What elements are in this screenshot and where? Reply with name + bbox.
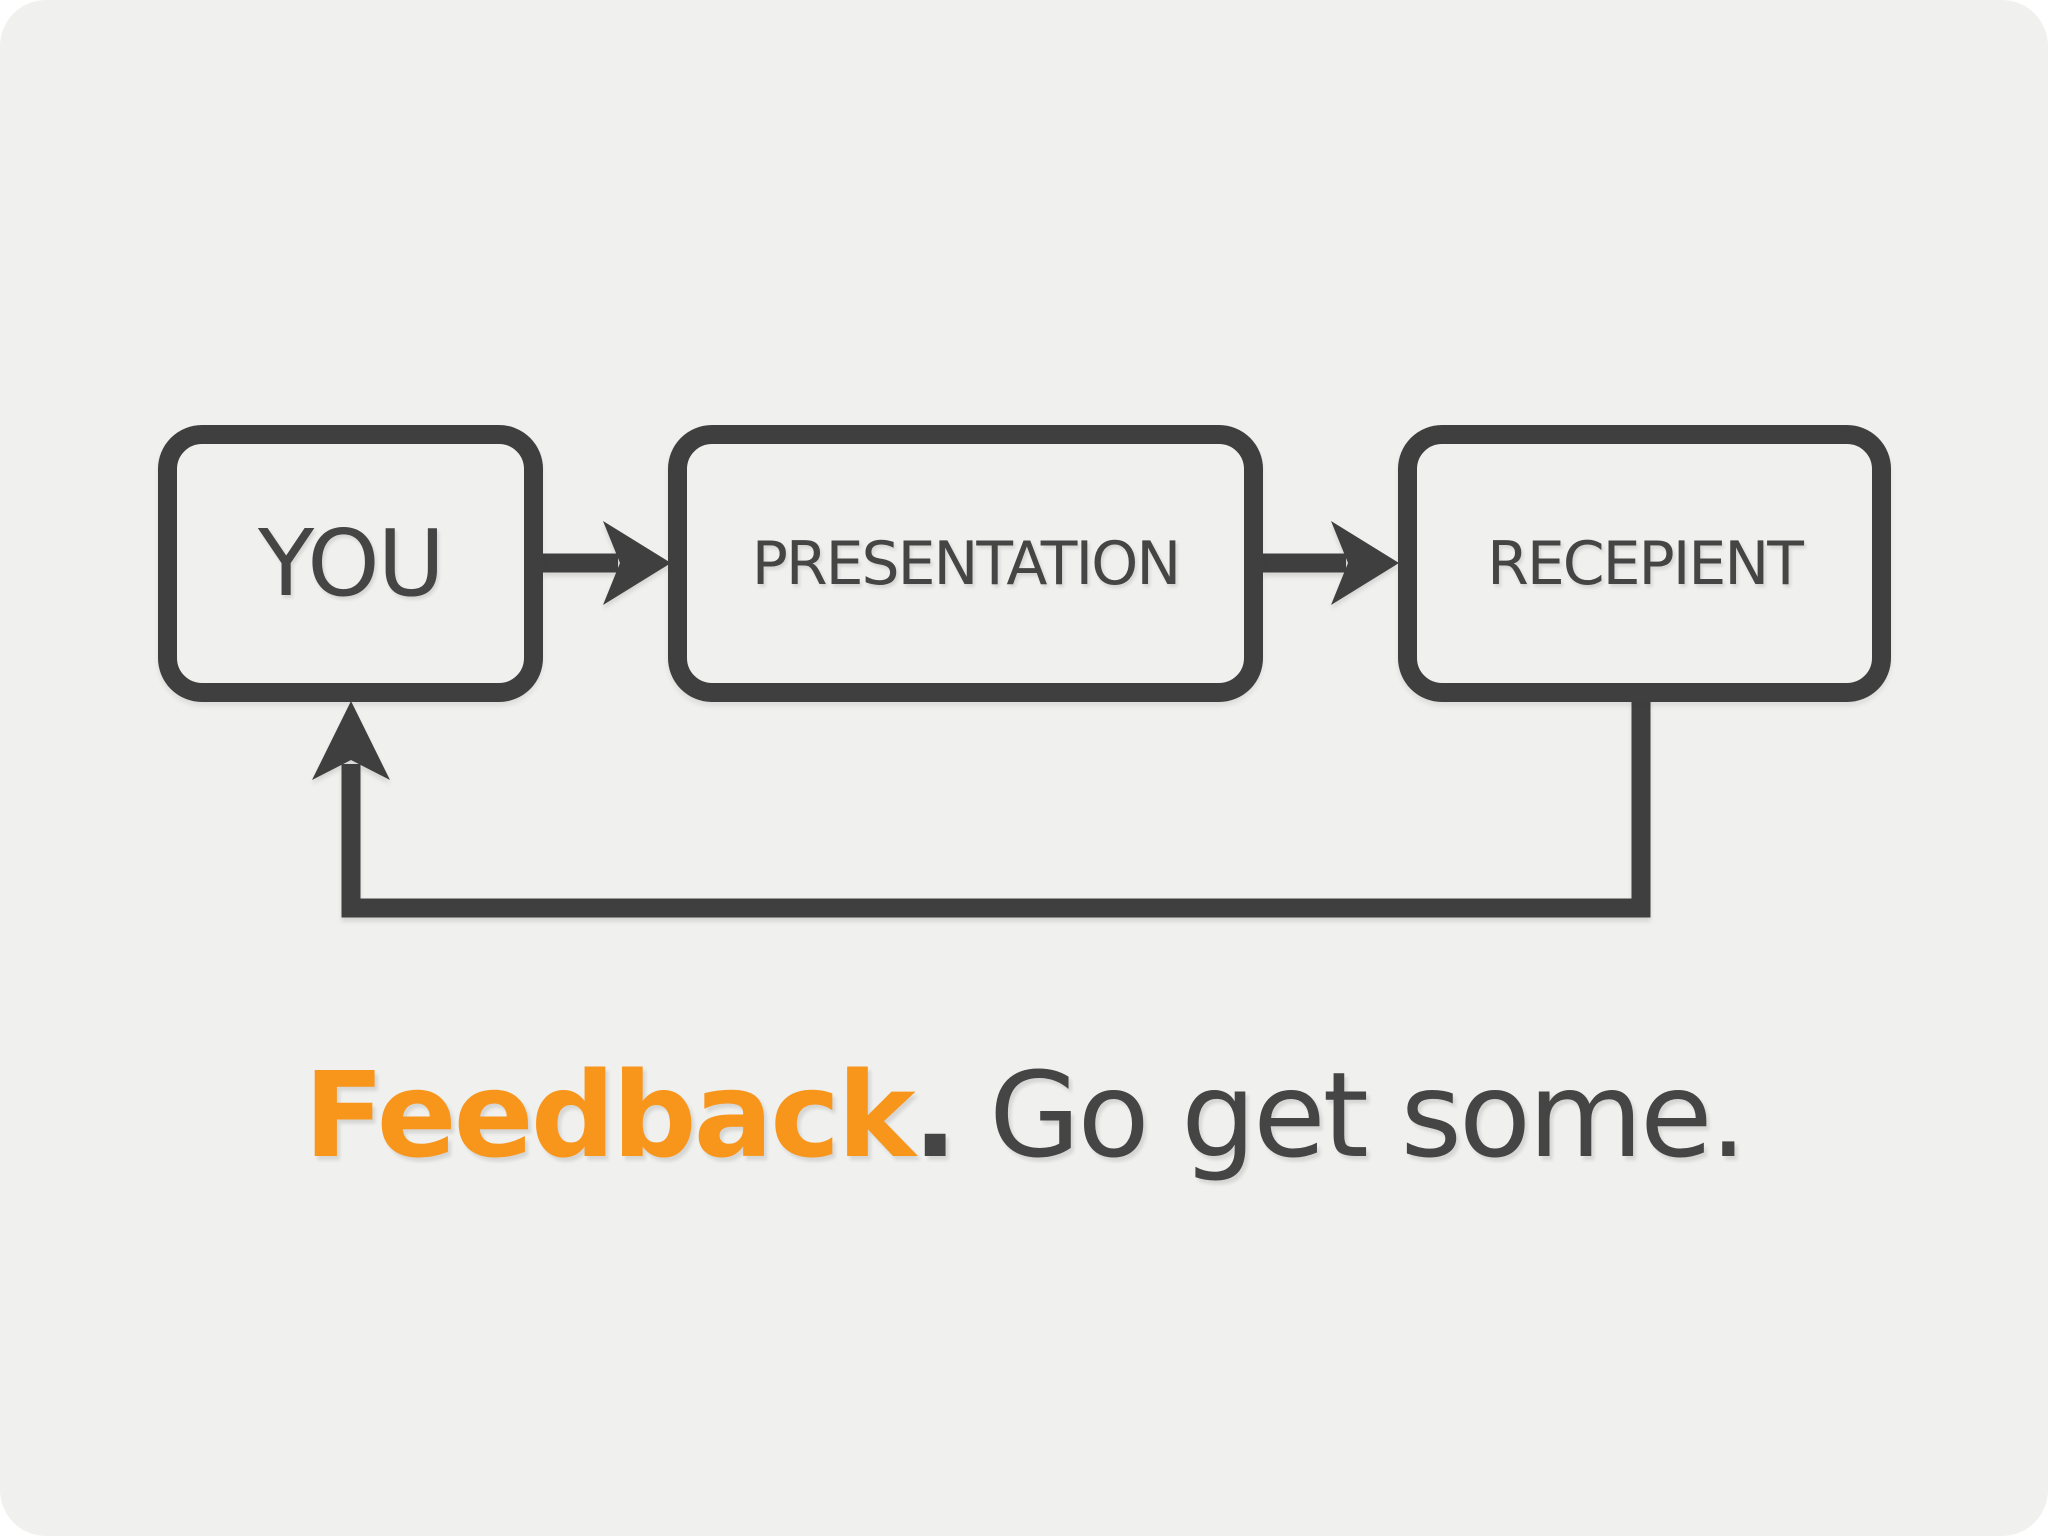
caption-highlight: Feedback (303, 1046, 916, 1184)
feedback-loop-arrow (312, 695, 1651, 918)
caption-separator: . (912, 1046, 958, 1184)
node-you-label: YOU (258, 510, 445, 617)
arrowhead-right-icon (1331, 521, 1399, 605)
caption-rest: Go get some. (954, 1046, 1747, 1184)
feedback-loop-path (341, 695, 1651, 918)
arrowhead-up-icon (312, 701, 390, 780)
arrowhead-right-icon (603, 521, 671, 605)
node-presentation: PRESENTATION (668, 425, 1263, 702)
flow-arrow-presentation-to-recipient (1263, 521, 1399, 605)
flow-arrow-you-to-presentation (543, 521, 671, 605)
node-recipient: RECEPIENT (1398, 425, 1891, 702)
node-presentation-label: PRESENTATION (751, 528, 1181, 599)
node-you: YOU (158, 425, 543, 702)
node-recipient-label: RECEPIENT (1487, 528, 1804, 599)
caption: Feedback. Go get some. (0, 1042, 2048, 1190)
